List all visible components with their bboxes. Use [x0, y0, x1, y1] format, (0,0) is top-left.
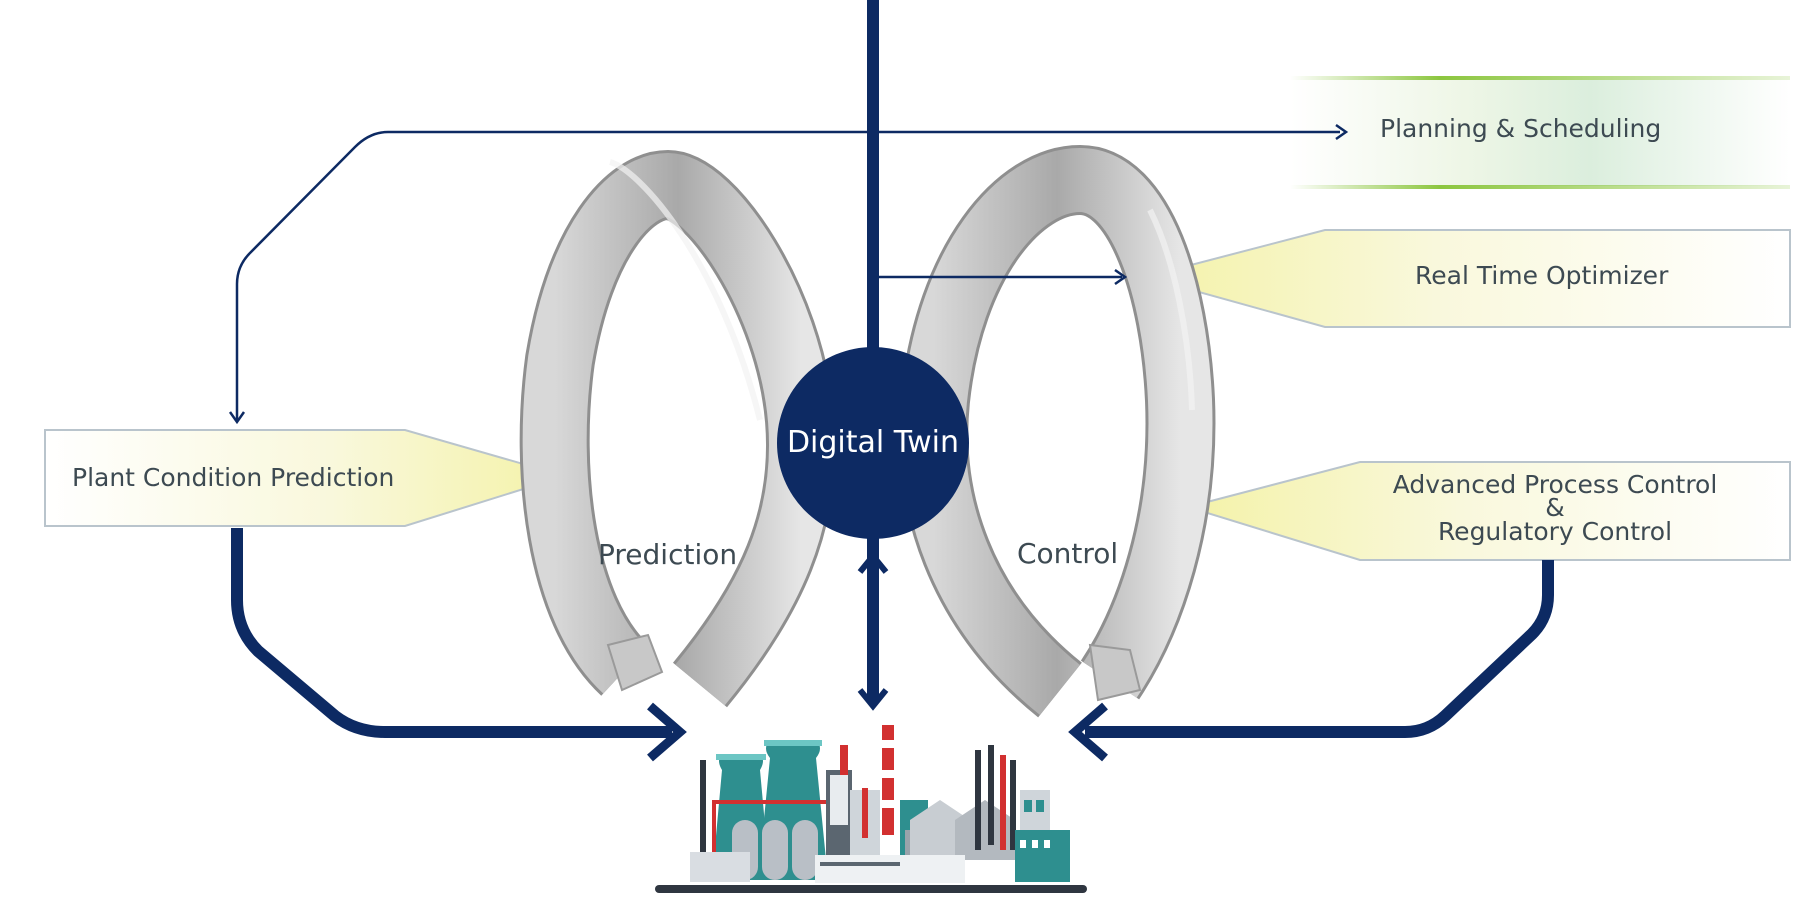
arrow-down-icon [228, 411, 246, 425]
prediction-loop-label: Prediction [598, 538, 738, 571]
control-loop-label: Control [1017, 537, 1119, 570]
plant-condition-callout [44, 429, 569, 527]
rto-callout [1141, 229, 1791, 328]
apc-callout [1184, 461, 1791, 561]
regulatory-control-label: Regulatory Control [1437, 517, 1673, 546]
arrow-right-icon [647, 702, 687, 762]
digital-twin-label: Digital Twin [786, 425, 960, 460]
arrow-up-down-icon [857, 551, 889, 711]
arrow-right-icon [1114, 268, 1128, 286]
apc-line1-label: Advanced Process Control [1392, 470, 1718, 499]
arrow-right-icon [1335, 123, 1349, 141]
real-time-optimizer-label: Real Time Optimizer [1415, 261, 1669, 290]
plant-condition-prediction-label: Plant Condition Prediction [72, 463, 395, 492]
planning-box [1290, 76, 1790, 189]
digital-twin-node [777, 347, 969, 539]
planning-scheduling-label: Planning & Scheduling [1380, 114, 1662, 143]
factory-illustration [655, 725, 1087, 893]
apc-amp-label: & [1545, 493, 1565, 522]
arrow-left-icon [1068, 702, 1108, 762]
prediction-loop-ring [519, 149, 836, 708]
